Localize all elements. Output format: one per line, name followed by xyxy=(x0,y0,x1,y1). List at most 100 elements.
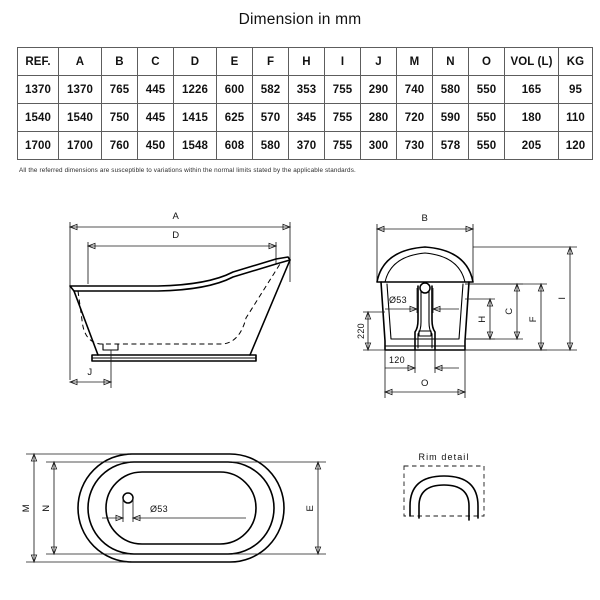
dimension-label-220: 220 xyxy=(356,323,366,339)
drain-hole-icon xyxy=(122,492,134,504)
dimension-drain-diameter-plan: Ø53 xyxy=(102,498,246,522)
table-header-cell: C xyxy=(137,47,174,76)
dimension-label-a: A xyxy=(173,211,180,222)
drain-notch xyxy=(102,343,119,351)
dimension-label-drain-diameter-plan: Ø53 xyxy=(150,504,168,514)
page-title: Dimension in mm xyxy=(238,11,362,28)
dimension-i: I xyxy=(465,245,577,352)
rim-detail-frame xyxy=(403,465,485,517)
table-row: 1700 1700 760 450 1548 608 580 370 755 3… xyxy=(17,131,593,160)
table-cell: 625 xyxy=(216,103,253,132)
dimension-label-j: J xyxy=(87,367,92,378)
table-cell: 1540 xyxy=(17,103,59,132)
table-cell: 1700 xyxy=(17,131,59,160)
table-cell: 740 xyxy=(396,75,433,104)
table-cell: 580 xyxy=(432,75,469,104)
table-cell: 760 xyxy=(101,131,138,160)
table-cell: 290 xyxy=(360,75,397,104)
table-cell: 1370 xyxy=(17,75,59,104)
table-cell: 590 xyxy=(432,103,469,132)
rim-detail-drawing: Rim detail xyxy=(392,448,512,548)
dimension-h: H xyxy=(465,297,495,341)
dimension-label-e: E xyxy=(305,505,316,512)
table-row: 1370 1370 765 445 1226 600 582 353 755 2… xyxy=(17,75,593,104)
table-cell: 550 xyxy=(468,103,505,132)
dimension-n: N xyxy=(41,460,130,556)
dimension-a: A xyxy=(68,211,292,231)
table-header-cell: B xyxy=(101,47,138,76)
rim-detail-title: Rim detail xyxy=(418,452,469,462)
table-cell: 1415 xyxy=(173,103,217,132)
table-cell: 720 xyxy=(396,103,433,132)
waste-pipe-column xyxy=(414,285,436,351)
dimension-label-i: I xyxy=(557,296,568,299)
dimension-label-d: D xyxy=(172,230,179,241)
dimension-label-f: F xyxy=(528,316,539,322)
bathtub-end-body xyxy=(380,281,470,351)
table-cell: 608 xyxy=(216,131,253,160)
table-header-cell: J xyxy=(360,47,397,76)
dimension-label-n: N xyxy=(41,504,52,511)
table-cell: 1548 xyxy=(173,131,217,160)
table-cell: 755 xyxy=(324,75,361,104)
dimension-drain-diameter: Ø53 xyxy=(385,288,459,313)
dimension-b: B xyxy=(375,213,475,282)
dimension-220: 220 xyxy=(356,310,385,352)
table-header-cell: H xyxy=(288,47,325,76)
end-elevation-drawing: B xyxy=(355,198,595,413)
table-header-cell: A xyxy=(58,47,102,76)
table-cell: 1540 xyxy=(58,103,102,132)
table-cell: 450 xyxy=(137,131,174,160)
table-header-cell: I xyxy=(324,47,361,76)
table-footnote: All the referred dimensions are suscepti… xyxy=(19,167,356,174)
side-elevation-drawing: A D xyxy=(18,200,328,400)
dimension-label-b: B xyxy=(422,213,429,224)
table-cell: 180 xyxy=(504,103,559,132)
table-cell: 730 xyxy=(396,131,433,160)
table-cell: 205 xyxy=(504,131,559,160)
table-cell: 582 xyxy=(252,75,289,104)
dimension-label-o: O xyxy=(421,378,429,389)
dimension-label-120: 120 xyxy=(389,355,405,365)
table-header-cell: M xyxy=(396,47,433,76)
dimension-120: 120 xyxy=(384,350,459,373)
dimension-label-m: M xyxy=(21,504,32,513)
table-header-cell: VOL (L) xyxy=(504,47,559,76)
table-cell: 370 xyxy=(288,131,325,160)
table-header-cell: E xyxy=(216,47,253,76)
table-cell: 280 xyxy=(360,103,397,132)
dimension-c: C xyxy=(465,282,523,341)
dimension-m: M xyxy=(21,452,130,564)
table-cell: 1700 xyxy=(58,131,102,160)
table-cell: 445 xyxy=(137,103,174,132)
bathtub-plan-outlines xyxy=(77,453,285,563)
table-cell: 550 xyxy=(468,75,505,104)
bathtub-end-dome xyxy=(376,246,474,283)
hidden-interior-lines xyxy=(77,263,281,345)
table-header-cell: F xyxy=(252,47,289,76)
dimension-d: D xyxy=(86,230,278,250)
table-cell: 120 xyxy=(558,131,593,160)
dimension-table-container: REF. A B C D E F H I J M N O VOL (L) KG xyxy=(17,47,593,160)
dimension-label-drain-diameter: Ø53 xyxy=(389,295,407,305)
table-cell: 165 xyxy=(504,75,559,104)
table-header-cell: REF. xyxy=(17,47,59,76)
table-cell: 755 xyxy=(324,131,361,160)
rim-profile-outline xyxy=(409,475,479,521)
table-cell: 1226 xyxy=(173,75,217,104)
table-header-cell: KG xyxy=(558,47,593,76)
table-header-cell: N xyxy=(432,47,469,76)
plan-view-drawing: Ø53 M N xyxy=(10,432,350,582)
table-cell: 755 xyxy=(324,103,361,132)
table-cell: 345 xyxy=(288,103,325,132)
dimension-j: J xyxy=(68,350,113,388)
table-cell: 110 xyxy=(558,103,593,132)
bathtub-side-outline xyxy=(69,256,291,362)
table-cell: 750 xyxy=(101,103,138,132)
table-cell: 600 xyxy=(216,75,253,104)
dimension-o: O xyxy=(383,350,467,398)
table-header-cell: O xyxy=(468,47,505,76)
table-cell: 765 xyxy=(101,75,138,104)
dimension-label-c: C xyxy=(504,307,515,314)
table-cell: 578 xyxy=(432,131,469,160)
